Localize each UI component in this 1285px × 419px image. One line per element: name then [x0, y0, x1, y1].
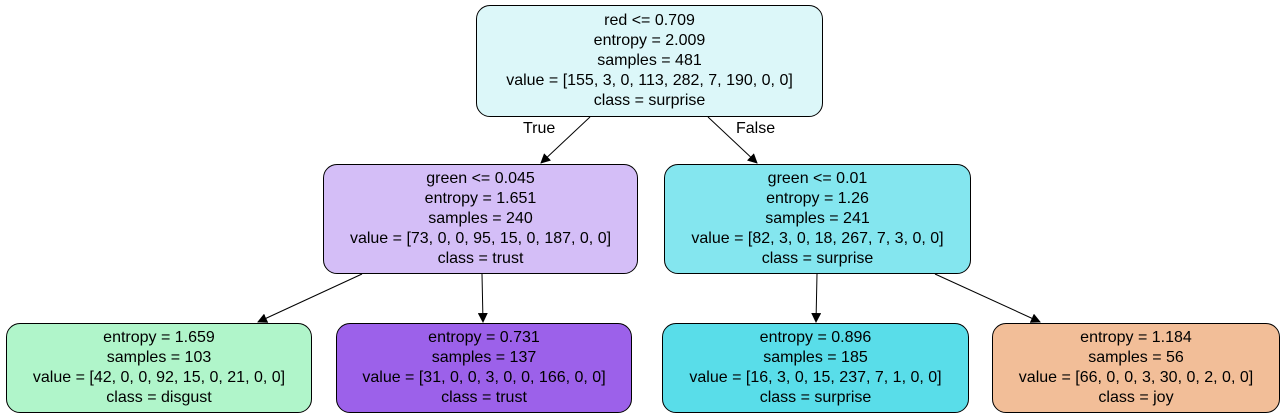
node-value: value = [73, 0, 0, 95, 15, 0, 187, 0, 0] [349, 230, 612, 247]
node-samples: samples = 56 [1088, 349, 1184, 366]
tree-node-left: green <= 0.045 entropy = 1.651 samples =… [323, 164, 638, 274]
node-samples: samples = 240 [428, 210, 533, 227]
node-samples: samples = 241 [765, 210, 870, 227]
edge-label-false: False [736, 120, 776, 137]
node-class: class = joy [1098, 389, 1174, 406]
tree-leaf-2: entropy = 0.731 samples = 137 value = [3… [336, 323, 632, 413]
node-samples: samples = 481 [597, 52, 702, 69]
node-split: green <= 0.045 [426, 170, 535, 187]
node-split: green <= 0.01 [767, 170, 868, 187]
node-value: value = [155, 3, 0, 113, 282, 7, 190, 0,… [506, 72, 793, 89]
edge-right-leaf3 [811, 273, 822, 323]
edge-left-leaf1 [257, 273, 363, 323]
node-class: class = surprise [761, 250, 874, 267]
node-class: class = surprise [759, 389, 872, 406]
node-entropy: entropy = 0.731 [428, 329, 540, 346]
node-samples: samples = 137 [431, 349, 537, 366]
node-class: class = surprise [593, 92, 706, 109]
node-class: class = trust [441, 389, 527, 406]
node-entropy: entropy = 1.651 [424, 190, 537, 207]
node-samples: samples = 103 [106, 349, 212, 366]
tree-leaf-3: entropy = 0.896 samples = 185 value = [1… [662, 323, 969, 413]
tree-node-root: red <= 0.709 entropy = 2.009 samples = 4… [476, 5, 823, 117]
edge-label-true: True [523, 120, 556, 137]
node-value: value = [82, 3, 0, 18, 267, 7, 3, 0, 0] [691, 230, 944, 247]
node-value: value = [16, 3, 0, 15, 237, 7, 1, 0, 0] [689, 369, 942, 386]
node-value: value = [31, 0, 0, 3, 0, 0, 166, 0, 0] [362, 369, 606, 386]
edge-root-left [540, 116, 591, 164]
edge-right-leaf4 [934, 273, 1041, 323]
node-value: value = [66, 0, 0, 3, 30, 0, 2, 0, 0] [1018, 369, 1254, 386]
node-class: class = disgust [106, 389, 212, 406]
node-samples: samples = 185 [763, 349, 868, 366]
edge-left-leaf2 [477, 273, 488, 323]
node-entropy: entropy = 1.659 [103, 329, 215, 346]
node-entropy: entropy = 1.26 [766, 190, 869, 207]
tree-leaf-4: entropy = 1.184 samples = 56 value = [66… [992, 323, 1280, 413]
node-class: class = trust [437, 250, 524, 267]
node-entropy: entropy = 2.009 [593, 32, 706, 49]
tree-node-right: green <= 0.01 entropy = 1.26 samples = 2… [664, 164, 971, 274]
node-entropy: entropy = 0.896 [759, 329, 872, 346]
node-entropy: entropy = 1.184 [1080, 329, 1192, 346]
node-value: value = [42, 0, 0, 92, 15, 0, 21, 0, 0] [32, 369, 286, 386]
tree-leaf-1: entropy = 1.659 samples = 103 value = [4… [6, 323, 312, 413]
node-split: red <= 0.709 [604, 12, 695, 29]
edge-root-right [707, 116, 758, 164]
